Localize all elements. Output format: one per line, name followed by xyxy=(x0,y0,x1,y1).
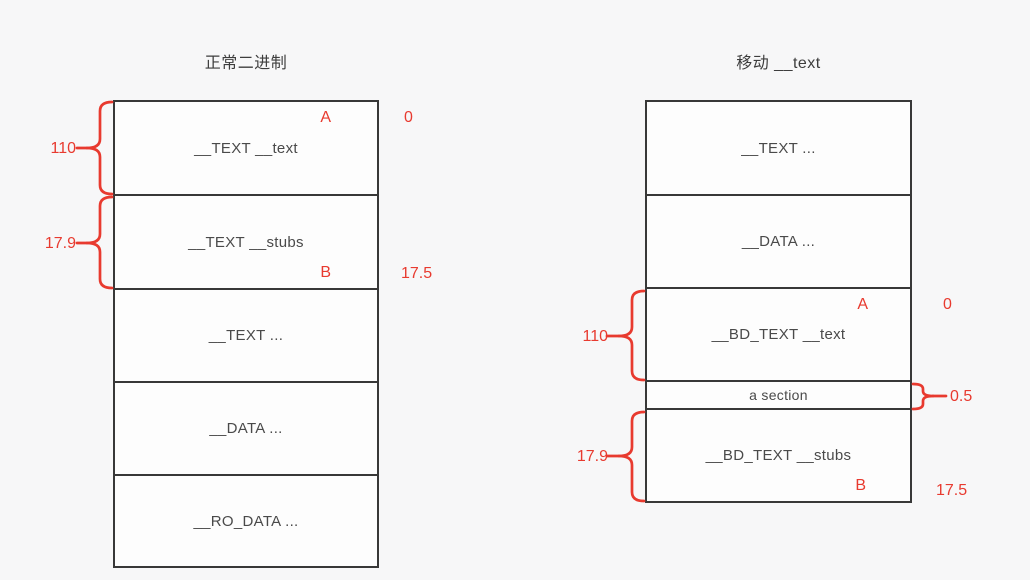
section-text-rest: __TEXT ... xyxy=(115,290,377,383)
section-label: __BD_TEXT __stubs xyxy=(705,447,852,464)
left-diagram-title: 正常二进制 xyxy=(204,55,288,72)
size-label-17-9: 17.9 xyxy=(44,235,76,252)
section-ro-data: __RO_DATA ... xyxy=(115,476,377,566)
marker-b: B xyxy=(320,264,331,281)
section-label: __DATA ... xyxy=(741,233,816,250)
brace-right-bd-stubs xyxy=(617,410,646,503)
marker-a: A xyxy=(857,296,868,313)
section-label: __TEXT __stubs xyxy=(188,233,304,251)
size-label-110: 110 xyxy=(582,328,608,345)
size-label-0-5: 0.5 xyxy=(950,388,973,405)
offset-label-17-5: 17.5 xyxy=(936,482,968,499)
offset-label-0: 0 xyxy=(404,109,413,126)
section-label: __TEXT ... xyxy=(741,139,816,157)
marker-a: A xyxy=(320,109,331,126)
section-a-section: a section xyxy=(647,382,910,410)
brace-left-text xyxy=(85,100,114,196)
section-label: a section xyxy=(749,387,808,403)
section-label: __DATA ... xyxy=(209,420,283,437)
size-label-110: 110 xyxy=(50,140,76,157)
section-bd-text-stubs: __BD_TEXT __stubs B xyxy=(647,410,910,501)
brace-right-bd-text xyxy=(617,289,646,382)
right-binary-stack: __TEXT ... __DATA ... A __BD_TEXT __text… xyxy=(645,100,912,503)
section-bd-text-text: A __BD_TEXT __text xyxy=(647,289,910,382)
section-text-stubs: __TEXT __stubs B xyxy=(115,196,377,290)
section-data: __DATA ... xyxy=(647,196,910,289)
section-label: __TEXT ... xyxy=(208,327,284,344)
size-label-17-9: 17.9 xyxy=(576,448,608,465)
right-diagram-title: 移动 __text xyxy=(736,55,821,72)
left-binary-stack: A __TEXT __text __TEXT __stubs B __TEXT … xyxy=(113,100,379,568)
section-label: __TEXT __text xyxy=(194,139,298,157)
section-text-text: A __TEXT __text xyxy=(115,102,377,196)
offset-label-0: 0 xyxy=(943,296,952,313)
section-label: __BD_TEXT __text xyxy=(711,326,846,343)
section-label: __RO_DATA ... xyxy=(193,512,299,530)
section-text-rest: __TEXT ... xyxy=(647,102,910,196)
brace-a-section xyxy=(911,382,935,411)
offset-label-17-5: 17.5 xyxy=(401,265,433,282)
brace-left-stubs xyxy=(85,195,114,290)
marker-b: B xyxy=(855,477,866,494)
section-data: __DATA ... xyxy=(115,383,377,476)
